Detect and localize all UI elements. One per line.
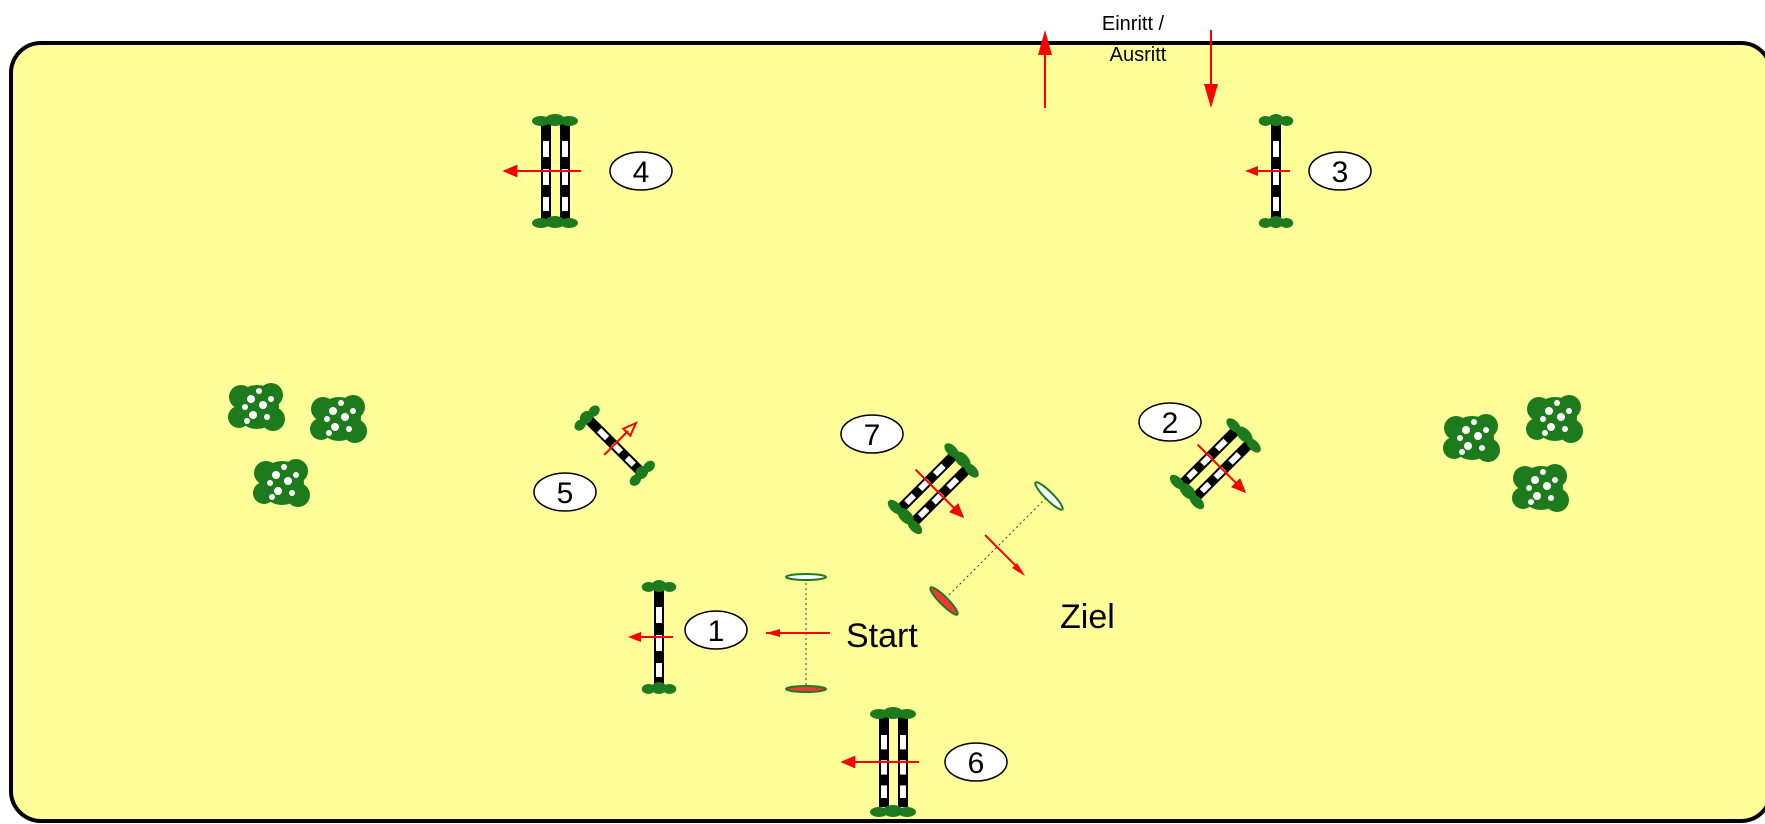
jump-6 (840, 707, 919, 817)
jump-1 (628, 580, 677, 694)
entry-arrow-head (1038, 30, 1052, 55)
bush-left-3 (253, 459, 310, 507)
finish-line (929, 481, 1064, 616)
jump-6-number-text: 6 (968, 747, 985, 780)
jump-3-number: 3 (1308, 151, 1372, 191)
jump-2-number: 2 (1138, 402, 1202, 442)
bush-right-1 (1443, 414, 1500, 462)
jump-3 (1245, 114, 1294, 228)
jump-4 (502, 114, 581, 228)
jump-3-number-text: 3 (1332, 156, 1349, 189)
jump-2 (1167, 414, 1265, 512)
jump-6-number: 6 (944, 742, 1008, 782)
entry-label-line2: Ausritt (1110, 44, 1167, 66)
jump-7-number-text: 7 (864, 419, 881, 452)
start-label: Start (846, 617, 918, 655)
entry-label-line1: Einritt / (1102, 13, 1165, 35)
jump-4-number: 4 (609, 151, 673, 191)
jump-5-number-text: 5 (557, 477, 574, 510)
jump-1-number-text: 1 (708, 615, 725, 648)
bush-left-2 (310, 395, 367, 443)
finish-label: Ziel (1060, 598, 1115, 636)
jump-5 (570, 401, 658, 489)
bush-right-2 (1526, 395, 1583, 443)
jump-7 (885, 439, 983, 537)
exit-arrow-head (1204, 84, 1218, 108)
jump-4-number-text: 4 (633, 156, 650, 189)
jump-7-number: 7 (840, 414, 904, 454)
jump-1-number: 1 (684, 610, 748, 650)
jump-5-number: 5 (533, 472, 597, 512)
start-line (766, 573, 830, 693)
bush-right-3 (1512, 464, 1569, 512)
jump-2-number-text: 2 (1162, 407, 1179, 440)
bush-left-1 (228, 383, 285, 431)
